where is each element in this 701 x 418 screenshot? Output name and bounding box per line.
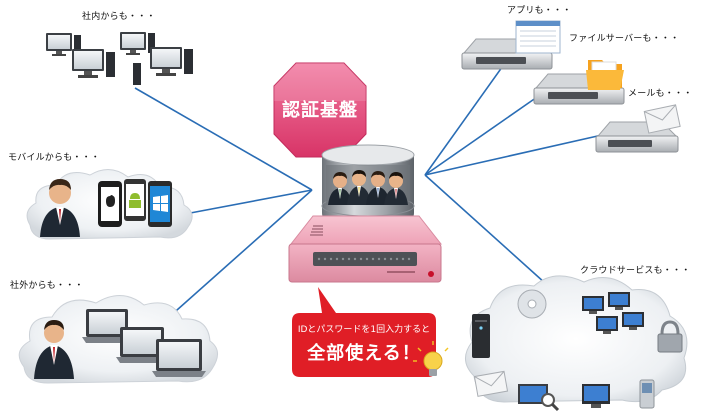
mail-label: メールも・・・ <box>628 89 693 99</box>
link-in-house <box>134 87 313 191</box>
user-database-icon <box>321 144 415 229</box>
mobile-label: モバイルからも・・・ <box>8 153 101 163</box>
light-bulb-icon <box>413 341 449 376</box>
link-mail <box>424 134 603 176</box>
laptop-icon <box>18 295 218 384</box>
desktop-pc-icon <box>46 32 193 85</box>
cloud-label: クラウドサービスも・・・ <box>580 266 691 276</box>
link-mobile <box>184 189 313 215</box>
callout-subtext: IDとパスワードを1回入力すると <box>297 325 431 335</box>
callout-headline: 全部使える！ <box>307 343 421 364</box>
auth-platform-badge <box>273 62 367 158</box>
file-server-icon <box>533 60 625 105</box>
mail-server-icon <box>595 104 681 153</box>
file-server-label: ファイルサーバーも・・・ <box>569 34 680 44</box>
link-outside <box>167 189 313 319</box>
app-server-icon <box>461 20 561 70</box>
callout-bubble <box>292 287 449 377</box>
auth-platform-label: 認証基盤 <box>282 100 358 121</box>
in-house-label: 社内からも・・・ <box>82 12 156 22</box>
link-file-server <box>424 94 541 176</box>
outside-label: 社外からも・・・ <box>10 281 84 291</box>
smartphone-icon <box>26 169 193 240</box>
cloud-services-icon <box>465 275 688 412</box>
link-cloud <box>424 174 556 293</box>
auth-server-icon <box>288 215 443 283</box>
apps-label: アプリも・・・ <box>507 6 572 16</box>
